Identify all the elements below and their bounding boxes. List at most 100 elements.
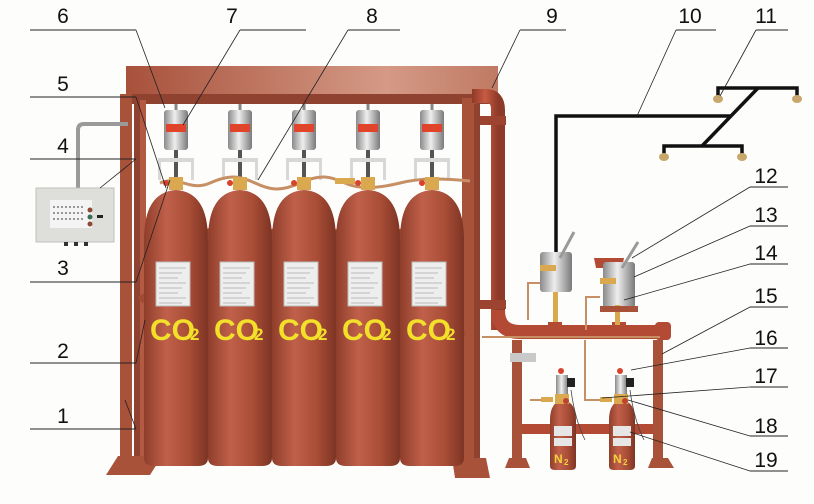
callout-3: 3 xyxy=(30,179,171,283)
callout-4: 4 xyxy=(30,135,137,189)
nozzle-icon xyxy=(713,95,723,103)
cylinder-gas-subscript: 2 xyxy=(190,325,199,344)
container-valve-actuator xyxy=(350,104,386,180)
callout-leader xyxy=(135,29,166,109)
cylinder-gas-subscript: 2 xyxy=(623,458,628,467)
callout-19: 19 xyxy=(629,431,788,472)
callout-number: 13 xyxy=(754,204,777,227)
callout-number: 19 xyxy=(754,449,777,472)
callout-number: 6 xyxy=(57,5,69,28)
callout-number: 1 xyxy=(57,405,69,428)
callout-1: 1 xyxy=(30,399,137,430)
callout-leader xyxy=(257,29,349,181)
nozzles xyxy=(659,95,802,161)
callout-number: 14 xyxy=(754,242,778,265)
nozzle-icon xyxy=(737,153,747,161)
callout-leader xyxy=(124,399,137,430)
callout-leader xyxy=(135,179,171,283)
pipe-network xyxy=(554,86,799,258)
container-valve-actuators xyxy=(158,104,450,180)
cylinder-label-plate xyxy=(155,261,191,307)
callout-16: 16 xyxy=(630,327,788,371)
pilot-cylinder-frame xyxy=(505,340,674,468)
cylinder-gas-subscript: 2 xyxy=(318,325,327,344)
callout-leader xyxy=(719,29,757,97)
cylinder-label-plate xyxy=(283,261,319,307)
callout-number: 4 xyxy=(57,135,69,158)
co2-cylinder: CO2 xyxy=(144,177,208,466)
callout-number: 2 xyxy=(57,340,69,363)
callout-8: 8 xyxy=(257,5,400,181)
selector-valves xyxy=(527,231,640,334)
callout-leader xyxy=(135,319,146,364)
container-valve-actuator xyxy=(286,104,322,180)
cylinder-label-plate xyxy=(411,261,447,307)
callout-number: 8 xyxy=(366,5,378,28)
indicator-light-icon xyxy=(87,221,93,227)
callout-leader xyxy=(631,186,751,259)
callout-leader xyxy=(627,399,751,437)
cylinder-gas-subscript: 2 xyxy=(564,458,569,467)
callout-5: 5 xyxy=(30,73,167,189)
container-valve-actuator xyxy=(414,104,450,180)
callout-leader xyxy=(623,263,751,301)
callout-number: 7 xyxy=(226,5,238,28)
cylinder-gas-subscript: 2 xyxy=(446,325,455,344)
cylinder-gas-label: CO xyxy=(342,314,387,347)
container-valve-actuator xyxy=(222,104,258,180)
cylinder-label-plate xyxy=(347,261,383,307)
callout-leader xyxy=(633,225,751,278)
cylinder-gas-label: CO xyxy=(150,314,195,347)
co2-cylinder: CO2 xyxy=(272,177,336,466)
control-panel xyxy=(35,122,128,246)
indicator-light-icon xyxy=(87,214,93,220)
cylinder-gas-label: CO xyxy=(406,314,451,347)
container-valve-actuator xyxy=(158,104,194,180)
main-discharge-pipe xyxy=(472,89,671,340)
callout-leader xyxy=(491,29,521,89)
callout-6: 6 xyxy=(30,5,166,109)
cylinder-gas-subscript: 2 xyxy=(254,325,263,344)
callout-leader xyxy=(636,29,677,117)
cylinder-gas-subscript: 2 xyxy=(382,325,391,344)
callout-number: 3 xyxy=(57,257,69,280)
callout-9: 9 xyxy=(491,5,566,89)
callout-number: 9 xyxy=(546,5,558,28)
callout-number: 5 xyxy=(57,73,69,96)
callout-leader xyxy=(661,306,751,355)
cylinder-gas-label: CO xyxy=(214,314,259,347)
callout-leader xyxy=(630,347,751,371)
callout-leader xyxy=(601,386,751,399)
callout-2: 2 xyxy=(30,319,146,364)
cylinder-label-plate xyxy=(219,261,255,307)
callout-10: 10 xyxy=(636,5,716,117)
nameplate xyxy=(510,353,536,362)
callout-15: 15 xyxy=(661,285,788,355)
indicator-light-icon xyxy=(87,207,93,213)
callout-18: 18 xyxy=(627,399,788,438)
cylinder-gas-label: CO xyxy=(278,314,323,347)
cylinder-gas-label: N xyxy=(613,452,622,466)
callout-leader xyxy=(629,431,751,472)
callout-number: 17 xyxy=(754,365,777,388)
callout-14: 14 xyxy=(623,242,788,301)
callout-17: 17 xyxy=(601,365,788,399)
callout-number: 10 xyxy=(678,5,701,28)
co2-cylinder: CO2 xyxy=(400,177,464,466)
callout-11: 11 xyxy=(719,5,788,97)
callout-number: 18 xyxy=(754,415,777,438)
callout-13: 13 xyxy=(633,204,788,278)
callout-number: 16 xyxy=(754,327,777,350)
callout-7: 7 xyxy=(182,5,306,126)
callout-number: 12 xyxy=(754,165,777,188)
callout-leader xyxy=(135,96,167,189)
co2-cylinder: CO2 xyxy=(208,177,272,466)
callout-leader xyxy=(182,29,241,126)
nozzle-icon xyxy=(659,153,669,161)
cylinder-gas-label: N xyxy=(554,452,563,466)
